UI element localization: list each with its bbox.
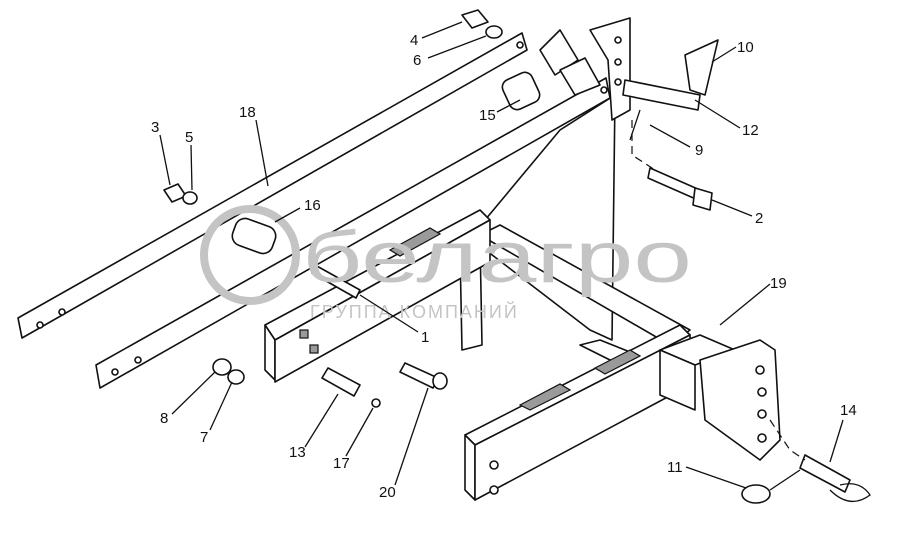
clip-10 <box>684 39 719 96</box>
callout-11: 11 <box>667 459 683 476</box>
callout-9: 9 <box>695 142 703 159</box>
leader-lines <box>159 21 844 489</box>
callout-2: 2 <box>755 210 763 227</box>
grease-nipple-17 <box>371 398 381 408</box>
callout-labels: 4 6 10 18 15 12 3 5 9 16 2 19 1 8 7 14 1… <box>151 32 857 501</box>
callout-10: 10 <box>737 39 754 56</box>
callout-8: 8 <box>160 410 168 427</box>
callout-5: 5 <box>185 129 193 146</box>
ring-8 <box>212 358 232 376</box>
watermark-subtitle: ГРУППА КОМПАНИЙ <box>310 301 519 322</box>
washer-7 <box>227 369 245 385</box>
rear-clamp-plates <box>464 324 691 501</box>
spacer-16 <box>231 217 277 255</box>
watermark: белагро ГРУППА КОМПАНИЙ <box>200 205 692 322</box>
hardware <box>163 9 871 504</box>
front-clamp-plates <box>264 209 491 383</box>
spacer-15 <box>501 71 541 111</box>
pin-12 <box>622 79 701 111</box>
callout-1: 1 <box>421 329 429 346</box>
pin-20 <box>399 362 439 389</box>
callout-17: 17 <box>333 455 350 472</box>
callout-18: 18 <box>239 104 256 121</box>
hitch-bracket <box>659 334 781 461</box>
callout-15: 15 <box>479 107 496 124</box>
callout-6: 6 <box>413 52 421 69</box>
bolt-1 <box>311 264 361 299</box>
bolt-2 <box>647 167 701 201</box>
nut-4 <box>461 9 489 29</box>
upper-link-bar <box>17 32 528 339</box>
ring-11 <box>741 484 771 504</box>
pin-13 <box>321 367 361 397</box>
pin-14 <box>799 454 851 493</box>
callout-14: 14 <box>840 402 857 419</box>
washer-5 <box>182 191 198 205</box>
callout-19: 19 <box>770 275 787 292</box>
callout-12: 12 <box>742 122 759 139</box>
callout-20: 20 <box>379 484 396 501</box>
callout-16: 16 <box>304 197 321 214</box>
callout-7: 7 <box>200 429 208 446</box>
callout-4: 4 <box>410 32 418 49</box>
watermark-brand: белагро <box>302 218 692 298</box>
watermark-logo-ring <box>200 205 300 305</box>
callout-3: 3 <box>151 119 159 136</box>
callout-13: 13 <box>289 444 306 461</box>
assembly-guides <box>631 120 806 461</box>
washer-6 <box>485 25 503 39</box>
